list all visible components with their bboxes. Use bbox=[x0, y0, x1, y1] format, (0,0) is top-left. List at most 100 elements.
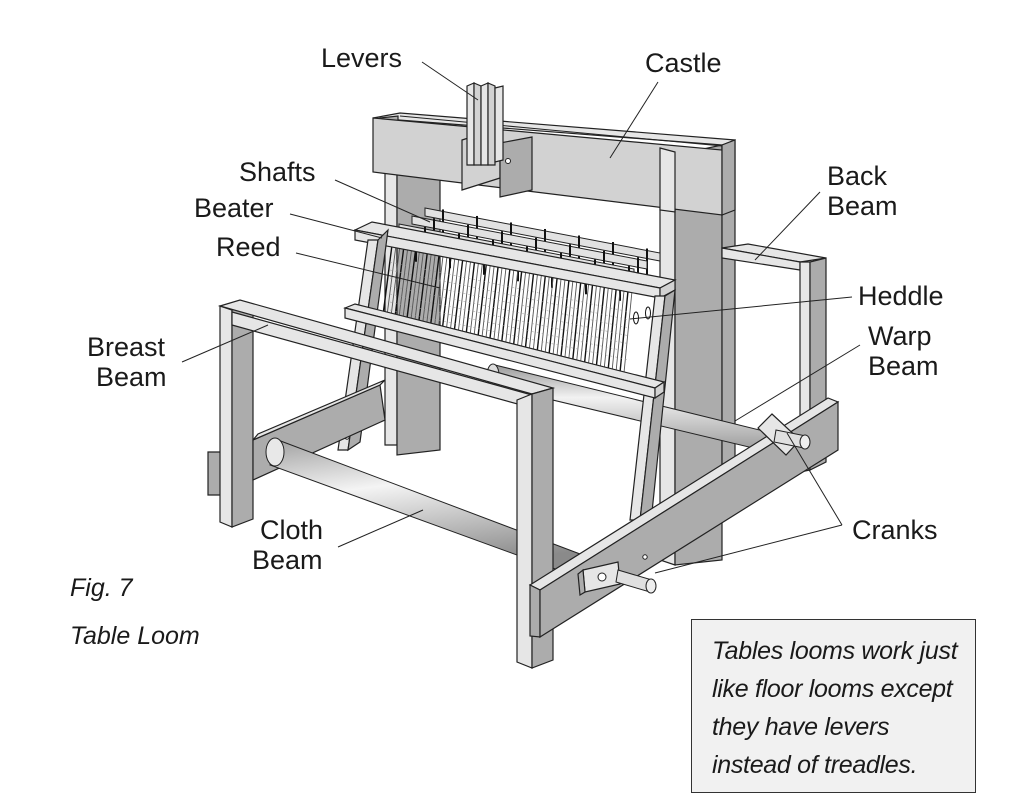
reed-dent-row bbox=[389, 301, 631, 353]
warp-thread bbox=[579, 282, 590, 371]
label-levers: Levers bbox=[321, 43, 402, 73]
leader-shafts bbox=[334, 179, 431, 223]
heddle-eye bbox=[645, 306, 651, 320]
note-box: Tables looms work just like floor looms … bbox=[691, 619, 976, 793]
reed-dent-row bbox=[389, 277, 631, 329]
warp-thread bbox=[496, 266, 507, 348]
warp-thread bbox=[618, 290, 629, 382]
warp-thread bbox=[449, 257, 460, 335]
figure-title: Table Loom bbox=[70, 622, 200, 650]
warp-thread bbox=[457, 259, 468, 337]
warp-thread bbox=[555, 278, 566, 365]
warp-thread bbox=[512, 269, 523, 352]
warp-thread bbox=[492, 266, 503, 347]
warp-thread bbox=[508, 269, 519, 351]
warp-thread bbox=[453, 258, 464, 336]
reed-dent-row bbox=[389, 285, 631, 337]
warp-thread bbox=[488, 265, 499, 346]
warp-thread bbox=[547, 276, 558, 362]
warp-thread bbox=[582, 283, 594, 372]
label-beater: Beater bbox=[194, 193, 274, 223]
warp-thread bbox=[484, 264, 495, 345]
warp-thread bbox=[433, 254, 444, 330]
label-back-beam-line2: Beam bbox=[827, 191, 898, 221]
leader-back-beam bbox=[754, 191, 821, 261]
warp-thread bbox=[614, 289, 625, 381]
warp-thread bbox=[405, 249, 417, 322]
warp-thread bbox=[421, 252, 432, 327]
label-back-beam-line1: Back bbox=[827, 161, 888, 191]
warp-thread bbox=[622, 290, 633, 384]
leader-heddle bbox=[629, 296, 853, 320]
warp-thread bbox=[476, 263, 488, 342]
warp-thread bbox=[464, 260, 476, 339]
reed bbox=[382, 244, 651, 384]
warp-thread bbox=[394, 247, 405, 319]
reed-dent-row bbox=[389, 293, 631, 345]
reed-dent-row bbox=[389, 261, 631, 313]
levers bbox=[461, 82, 533, 198]
warp-thread bbox=[563, 279, 574, 367]
warp-thread bbox=[575, 281, 586, 370]
warp-thread bbox=[398, 247, 409, 320]
warp-thread bbox=[551, 277, 562, 363]
warp-thread bbox=[386, 245, 397, 317]
note-text: Tables looms work just like floor looms … bbox=[712, 637, 958, 779]
warp-thread bbox=[559, 278, 570, 366]
crank-back bbox=[757, 413, 811, 456]
leader-lines bbox=[181, 61, 861, 574]
label-shafts: Shafts bbox=[239, 157, 316, 187]
warp-thread bbox=[520, 271, 531, 355]
label-cloth-beam-line2: Beam bbox=[252, 545, 323, 575]
shaft-bar bbox=[411, 215, 648, 270]
warp-thread bbox=[429, 253, 440, 329]
warp-thread bbox=[535, 274, 547, 359]
figure-number: Fig. 7 bbox=[70, 574, 133, 602]
warp-thread bbox=[598, 286, 609, 377]
leader-cranks-1 bbox=[654, 524, 843, 574]
label-warp-beam-line1: Warp bbox=[868, 321, 932, 351]
label-cranks: Cranks bbox=[852, 515, 938, 545]
reed-dent-row bbox=[389, 309, 631, 361]
crank-front bbox=[577, 561, 657, 597]
warp-thread bbox=[390, 246, 401, 318]
warp-thread bbox=[610, 288, 621, 380]
label-castle: Castle bbox=[645, 48, 722, 78]
leader-cranks-2 bbox=[786, 432, 843, 526]
warp-thread bbox=[587, 284, 598, 374]
warp-thread bbox=[528, 272, 539, 357]
warp-thread bbox=[469, 261, 480, 340]
warp-thread bbox=[591, 284, 601, 375]
label-warp-beam-line2: Beam bbox=[868, 351, 939, 381]
warp-thread bbox=[523, 272, 535, 356]
warp-thread bbox=[382, 244, 393, 316]
warp-thread bbox=[414, 250, 424, 324]
castle bbox=[372, 112, 736, 216]
warp-thread bbox=[500, 267, 511, 349]
leader-reed bbox=[295, 252, 441, 289]
leader-warp-beam bbox=[734, 344, 861, 422]
warp-thread bbox=[504, 268, 515, 350]
label-breast-beam-line2: Beam bbox=[96, 362, 167, 392]
label-cloth-beam-line1: Cloth bbox=[260, 515, 323, 545]
leader-breast-beam bbox=[181, 324, 269, 363]
warp-thread bbox=[606, 287, 617, 379]
warp-thread bbox=[417, 251, 429, 326]
label-heddle: Heddle bbox=[858, 281, 944, 311]
warp-thread bbox=[473, 262, 483, 341]
warp-thread bbox=[602, 287, 613, 378]
warp-thread bbox=[532, 273, 542, 358]
label-reed: Reed bbox=[216, 232, 281, 262]
warp-thread bbox=[539, 275, 550, 360]
reed-dent-row bbox=[389, 269, 631, 321]
label-breast-beam-line1: Breast bbox=[87, 332, 166, 362]
warp-thread bbox=[402, 248, 413, 321]
leader-levers bbox=[421, 61, 479, 101]
warp-thread bbox=[437, 255, 448, 331]
warp-thread bbox=[543, 275, 554, 361]
warp-thread bbox=[410, 250, 420, 323]
warp-thread bbox=[594, 285, 606, 376]
warp-thread bbox=[425, 253, 436, 328]
warp-thread bbox=[516, 270, 527, 353]
